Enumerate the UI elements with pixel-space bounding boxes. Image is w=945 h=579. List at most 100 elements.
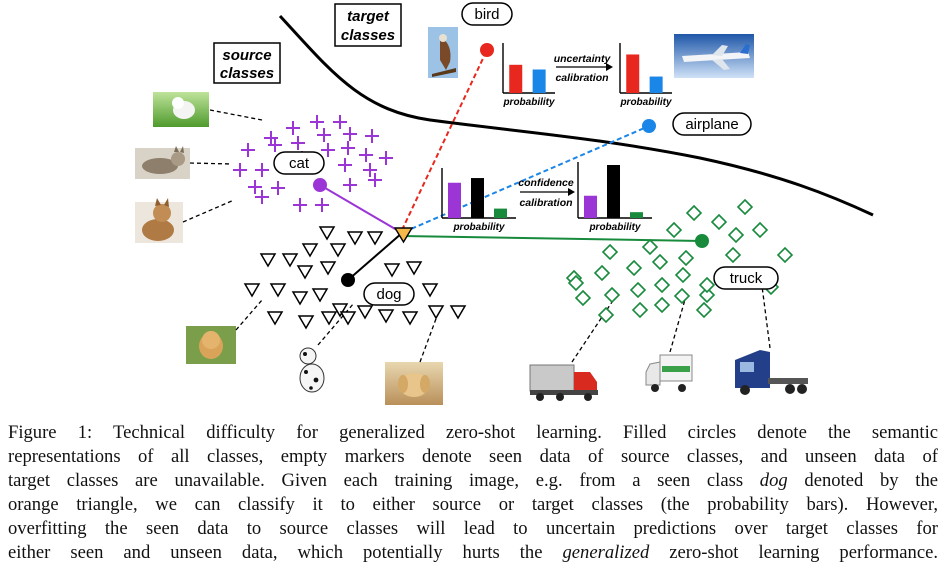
bird-class-circle	[480, 43, 494, 57]
cat-marker	[321, 143, 335, 157]
cat-marker	[233, 163, 247, 177]
truck-marker	[776, 246, 794, 264]
dog-marker	[266, 311, 284, 326]
dog-marker	[296, 265, 314, 280]
confidence-arrowhead	[568, 188, 575, 196]
cat-marker	[255, 163, 269, 177]
truck-marker	[653, 276, 671, 294]
dog-marker	[281, 253, 299, 268]
truck-photo-icon	[529, 364, 598, 401]
link-to-cat	[319, 184, 403, 234]
probability-label: probability	[619, 97, 672, 108]
caption-line: overfitting the seen data to source clas…	[8, 517, 938, 539]
class-boundary-curve	[278, 14, 874, 217]
truck-label: truck	[730, 270, 763, 287]
probability-bar	[494, 208, 507, 218]
dog-marker	[269, 283, 287, 298]
truck-marker	[698, 276, 716, 294]
dog-marker	[366, 231, 384, 246]
leader-line	[182, 199, 235, 223]
caption-line: either seen and unseen data, which poten…	[8, 541, 938, 565]
cat-marker	[365, 129, 379, 143]
probability-bar	[471, 178, 484, 218]
truck-marker	[651, 253, 669, 271]
truck-marker	[631, 301, 649, 319]
leader-line	[189, 162, 233, 165]
truck-marker	[603, 286, 621, 304]
cat-marker	[291, 136, 305, 150]
dog-marker	[319, 261, 337, 276]
cat-class-circle	[313, 178, 327, 192]
probability-bar	[448, 182, 461, 218]
figure-caption: Figure 1: Technical difficulty for gener…	[8, 421, 938, 564]
cat-marker	[271, 181, 285, 195]
caption-text: zero-shot learning performance.	[669, 541, 939, 563]
cat-marker	[333, 115, 347, 129]
cat-marker-group	[233, 115, 393, 212]
airplane-label: airplane	[685, 116, 738, 133]
truck-marker	[677, 249, 695, 267]
cat-marker	[359, 148, 373, 162]
probability-chart: probability	[577, 162, 652, 233]
cat-marker	[368, 173, 382, 187]
truck-marker	[597, 306, 615, 324]
airplane-photo-icon	[674, 34, 754, 78]
cat-marker	[343, 127, 357, 141]
link-to-dog	[347, 232, 403, 281]
bird-photo-icon	[428, 27, 458, 78]
truck-marker	[653, 296, 671, 314]
truck-marker	[629, 281, 647, 299]
truck-marker	[665, 221, 683, 239]
truck-photo-icon	[645, 354, 693, 392]
leader-line	[419, 307, 441, 363]
probability-chart: probability	[619, 43, 672, 108]
dog-marker	[356, 305, 374, 320]
confidence-calibration-label: calibration	[519, 197, 572, 209]
link-to-airplane	[403, 125, 650, 233]
source-label-line1: source	[222, 47, 271, 64]
dog-marker	[318, 226, 336, 241]
bird-label: bird	[474, 6, 499, 23]
airplane-class-circle	[642, 119, 656, 133]
truck-marker	[574, 289, 592, 307]
probability-bar	[649, 76, 663, 93]
caption-text: denoted by the	[804, 469, 939, 491]
dog-marker	[405, 261, 423, 276]
cat-marker	[341, 141, 355, 155]
truck-marker	[736, 198, 754, 216]
dog-marker	[339, 311, 357, 326]
cat-marker	[241, 143, 255, 157]
truck-marker	[641, 238, 659, 256]
figure-1: target classes source classes	[135, 2, 874, 405]
probability-bar	[626, 54, 640, 93]
truck-marker	[727, 226, 745, 244]
cat-marker	[343, 178, 357, 192]
dog-marker	[301, 243, 319, 258]
dog-marker	[311, 288, 329, 303]
cat-photo-icon	[135, 146, 190, 179]
cat-marker	[338, 158, 352, 172]
truck-marker	[724, 246, 742, 264]
dog-photo-icon	[186, 326, 236, 364]
probability-bar	[607, 165, 620, 218]
uncertainty-arrowhead	[606, 63, 613, 71]
dog-marker-group	[243, 226, 467, 330]
truck-marker	[685, 204, 703, 222]
cat-marker	[363, 163, 377, 177]
cat-marker	[379, 151, 393, 165]
leader-line	[235, 299, 263, 331]
dog-marker	[346, 231, 364, 246]
caption-line: representations of all classes, empty ma…	[8, 445, 938, 467]
caption-line: orange triangle, we can classify it to e…	[8, 493, 938, 515]
cat-marker	[286, 121, 300, 135]
dog-marker	[401, 311, 419, 326]
probability-bar	[630, 212, 643, 218]
truck-label-box	[713, 266, 779, 290]
probability-bar	[584, 195, 597, 218]
cat-marker	[310, 115, 324, 129]
dog-label: dog	[376, 286, 401, 303]
cat-marker	[268, 138, 282, 152]
cat-label: cat	[289, 155, 310, 172]
truck-photo-icon	[735, 350, 808, 395]
truck-marker	[674, 266, 692, 284]
